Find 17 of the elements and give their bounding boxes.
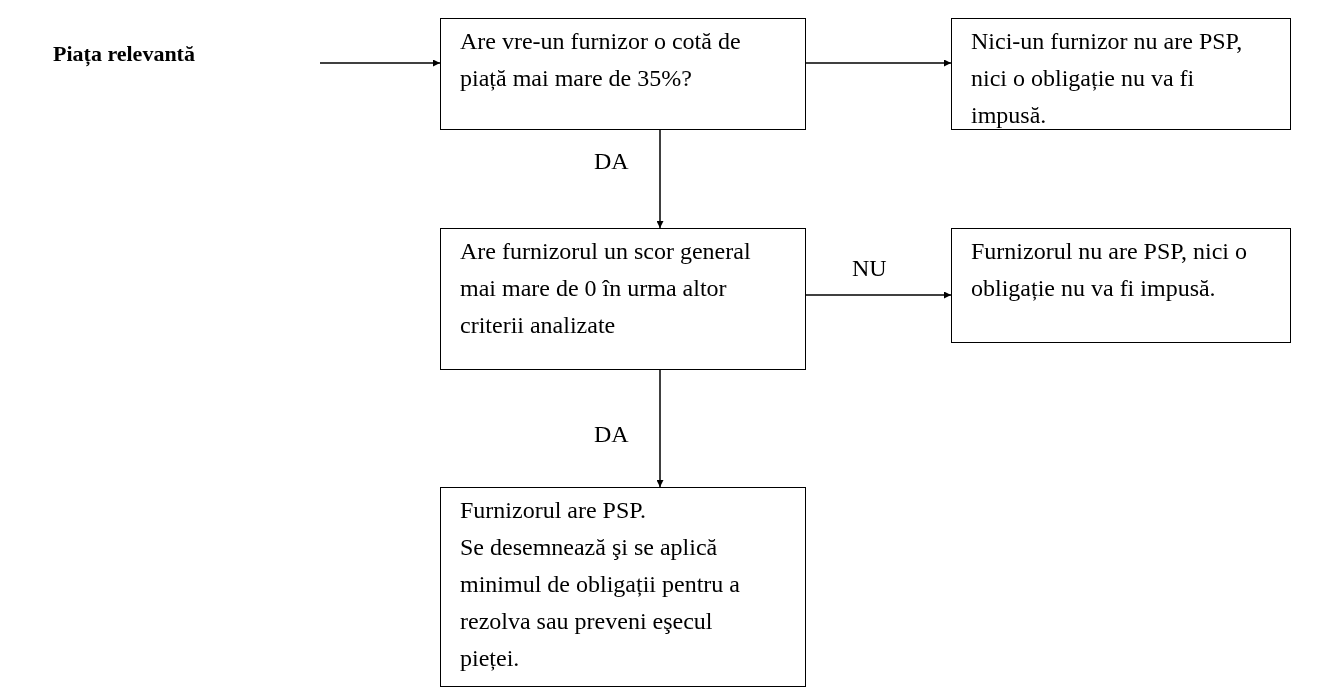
- process-box: [440, 228, 806, 370]
- arrow: [319, 59, 441, 67]
- process-box: [440, 487, 806, 687]
- process-box: [951, 18, 1291, 130]
- box-text: Furnizorul nu are PSP, nici o obligație nu va fi impusă.: [971, 237, 1248, 303]
- process-box: [440, 18, 806, 130]
- process-box: [951, 228, 1291, 343]
- box-text: Are furnizorul un scor general mai mare de 0 în urma altor criterii analizate: [460, 237, 752, 340]
- arrow: [656, 369, 664, 488]
- arrow: [805, 291, 952, 299]
- box-text: Furnizorul are PSP.: [460, 496, 647, 525]
- box-text: Are vre-un furnizor o cotă de piață mai mare de 35%?: [460, 27, 742, 93]
- box-text: Se desemnează şi se aplică minimul de obligații pentru a rezolva sau preveni eşecul pieței.: [460, 533, 741, 673]
- arrow: [656, 129, 664, 229]
- title: Piața relevantă: [53, 40, 195, 68]
- box-text: Nici-un furnizor nu are PSP, nici o obligație nu va fi impusă.: [971, 27, 1244, 130]
- arrow: [805, 59, 952, 67]
